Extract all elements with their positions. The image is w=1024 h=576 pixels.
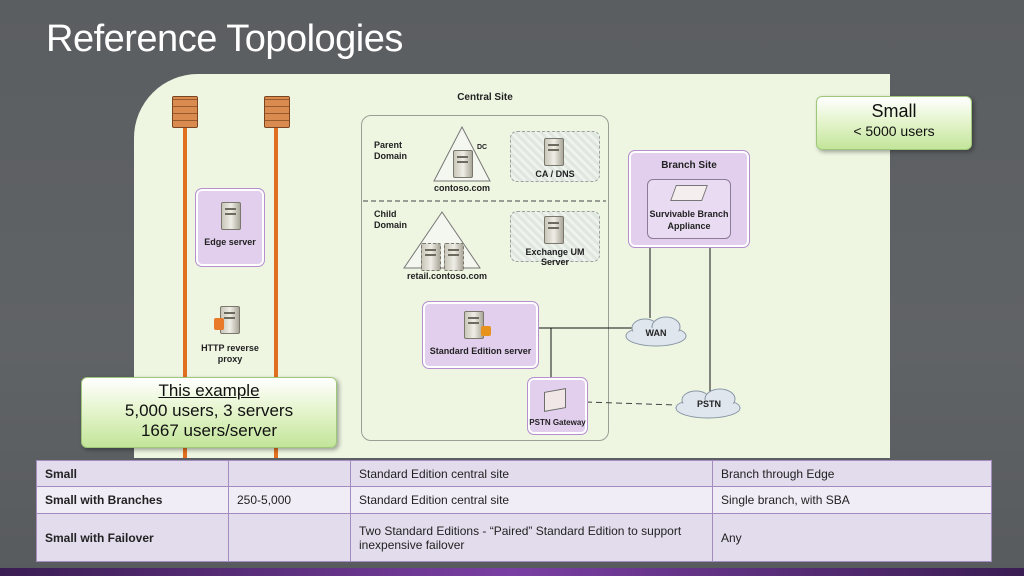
dc-label: DC	[477, 144, 488, 151]
pstn-cloud-icon	[675, 388, 741, 419]
contoso-label: contoso.com	[433, 183, 490, 193]
retail-server-1-icon	[421, 243, 441, 271]
table-row: Small with Branches 250-5,000 Standard E…	[36, 486, 992, 514]
standard-edition-box[interactable]: Standard Edition server	[422, 301, 539, 369]
standard-edition-label: Standard Edition server	[429, 346, 532, 356]
small-callout-title: Small	[871, 101, 917, 121]
dc-server-icon	[453, 150, 473, 178]
page-title: Reference Topologies	[46, 18, 403, 60]
ca-dns-server-icon	[544, 138, 564, 166]
edge-server-label: Edge server	[204, 237, 256, 247]
perimeter-line-left	[183, 128, 187, 458]
pstn-gateway-box[interactable]: PSTN Gateway	[527, 377, 588, 435]
retail-label: retail.contoso.com	[406, 271, 487, 281]
edge-server-box[interactable]: Edge server	[195, 188, 265, 267]
table-cell	[228, 460, 351, 487]
sba-label: Survivable Branch Appliance	[649, 209, 729, 231]
standard-edition-server-icon	[464, 311, 484, 339]
exchange-um-server-icon	[544, 216, 564, 244]
small-callout-subtitle: < 5000 users	[853, 123, 935, 139]
standard-edition-badge-icon	[481, 326, 491, 336]
firewall-left-icon	[172, 96, 198, 128]
footer-bar	[0, 568, 1024, 576]
branch-site-label: Branch Site	[661, 160, 717, 171]
exchange-um-box[interactable]: Exchange UM Server	[510, 211, 600, 267]
wan-label: WAN	[645, 328, 667, 338]
pstn-gateway-label: PSTN Gateway	[529, 418, 586, 427]
table-cell: Standard Edition central site	[350, 486, 713, 514]
sba-box[interactable]: Survivable Branch Appliance	[647, 179, 731, 239]
example-callout: This example 5,000 users, 3 servers 1667…	[81, 377, 337, 448]
table-cell: Any	[712, 513, 992, 562]
pstn-label: PSTN	[696, 399, 721, 409]
central-site-box	[361, 115, 609, 441]
example-callout-line2: 5,000 users, 3 servers	[124, 401, 294, 420]
topology-table: Small Standard Edition central site Bran…	[36, 460, 992, 562]
parent-domain-label: Parent Domain	[374, 140, 408, 161]
http-proxy-label: HTTP reverse proxy	[201, 343, 259, 364]
firewall-right-icon	[264, 96, 290, 128]
central-site-label: Central Site	[457, 92, 513, 103]
table-cell: Small with Failover	[36, 513, 229, 562]
table-cell: Branch through Edge	[712, 460, 992, 487]
table-cell: Single branch, with SBA	[712, 486, 992, 514]
table-cell: Two Standard Editions - “Paired” Standar…	[350, 513, 713, 562]
table-row: Small with Failover Two Standard Edition…	[36, 513, 992, 562]
table-cell: Small	[36, 460, 229, 487]
pstn-gateway-icon	[544, 388, 566, 412]
http-proxy-badge-icon	[214, 318, 224, 330]
example-callout-line3: 1667 users/server	[140, 421, 278, 440]
ca-dns-label: CA / DNS	[535, 169, 575, 179]
branch-site-box[interactable]: Branch Site Survivable Branch Appliance	[628, 150, 750, 248]
edge-server-icon	[221, 202, 241, 230]
table-cell: Small with Branches	[36, 486, 229, 514]
child-domain-label: Child Domain	[374, 209, 408, 230]
retail-server-2-icon	[444, 243, 464, 271]
table-row: Small Standard Edition central site Bran…	[36, 460, 992, 487]
perimeter-line-right	[274, 128, 278, 458]
wan-cloud-icon	[625, 316, 687, 347]
exchange-um-label: Exchange UM Server	[525, 247, 585, 267]
table-cell: Standard Edition central site	[350, 460, 713, 487]
sba-device-icon	[670, 185, 708, 201]
example-callout-title: This example	[158, 381, 260, 400]
table-cell	[228, 513, 351, 562]
small-callout: Small < 5000 users	[816, 96, 972, 150]
ca-dns-box[interactable]: CA / DNS	[510, 131, 600, 182]
table-cell: 250-5,000	[228, 486, 351, 514]
